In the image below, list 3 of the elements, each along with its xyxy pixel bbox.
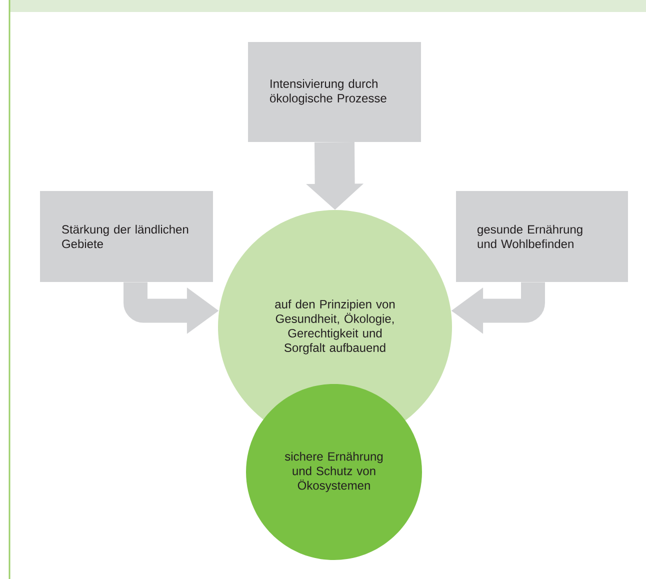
process-box: gesunde Ernährung und Wohlbefinden (456, 191, 628, 282)
process-box: Intensivierung durch ökologische Prozesse (248, 42, 421, 142)
process-box: Stärkung der ländlichen Gebiete (40, 191, 213, 282)
